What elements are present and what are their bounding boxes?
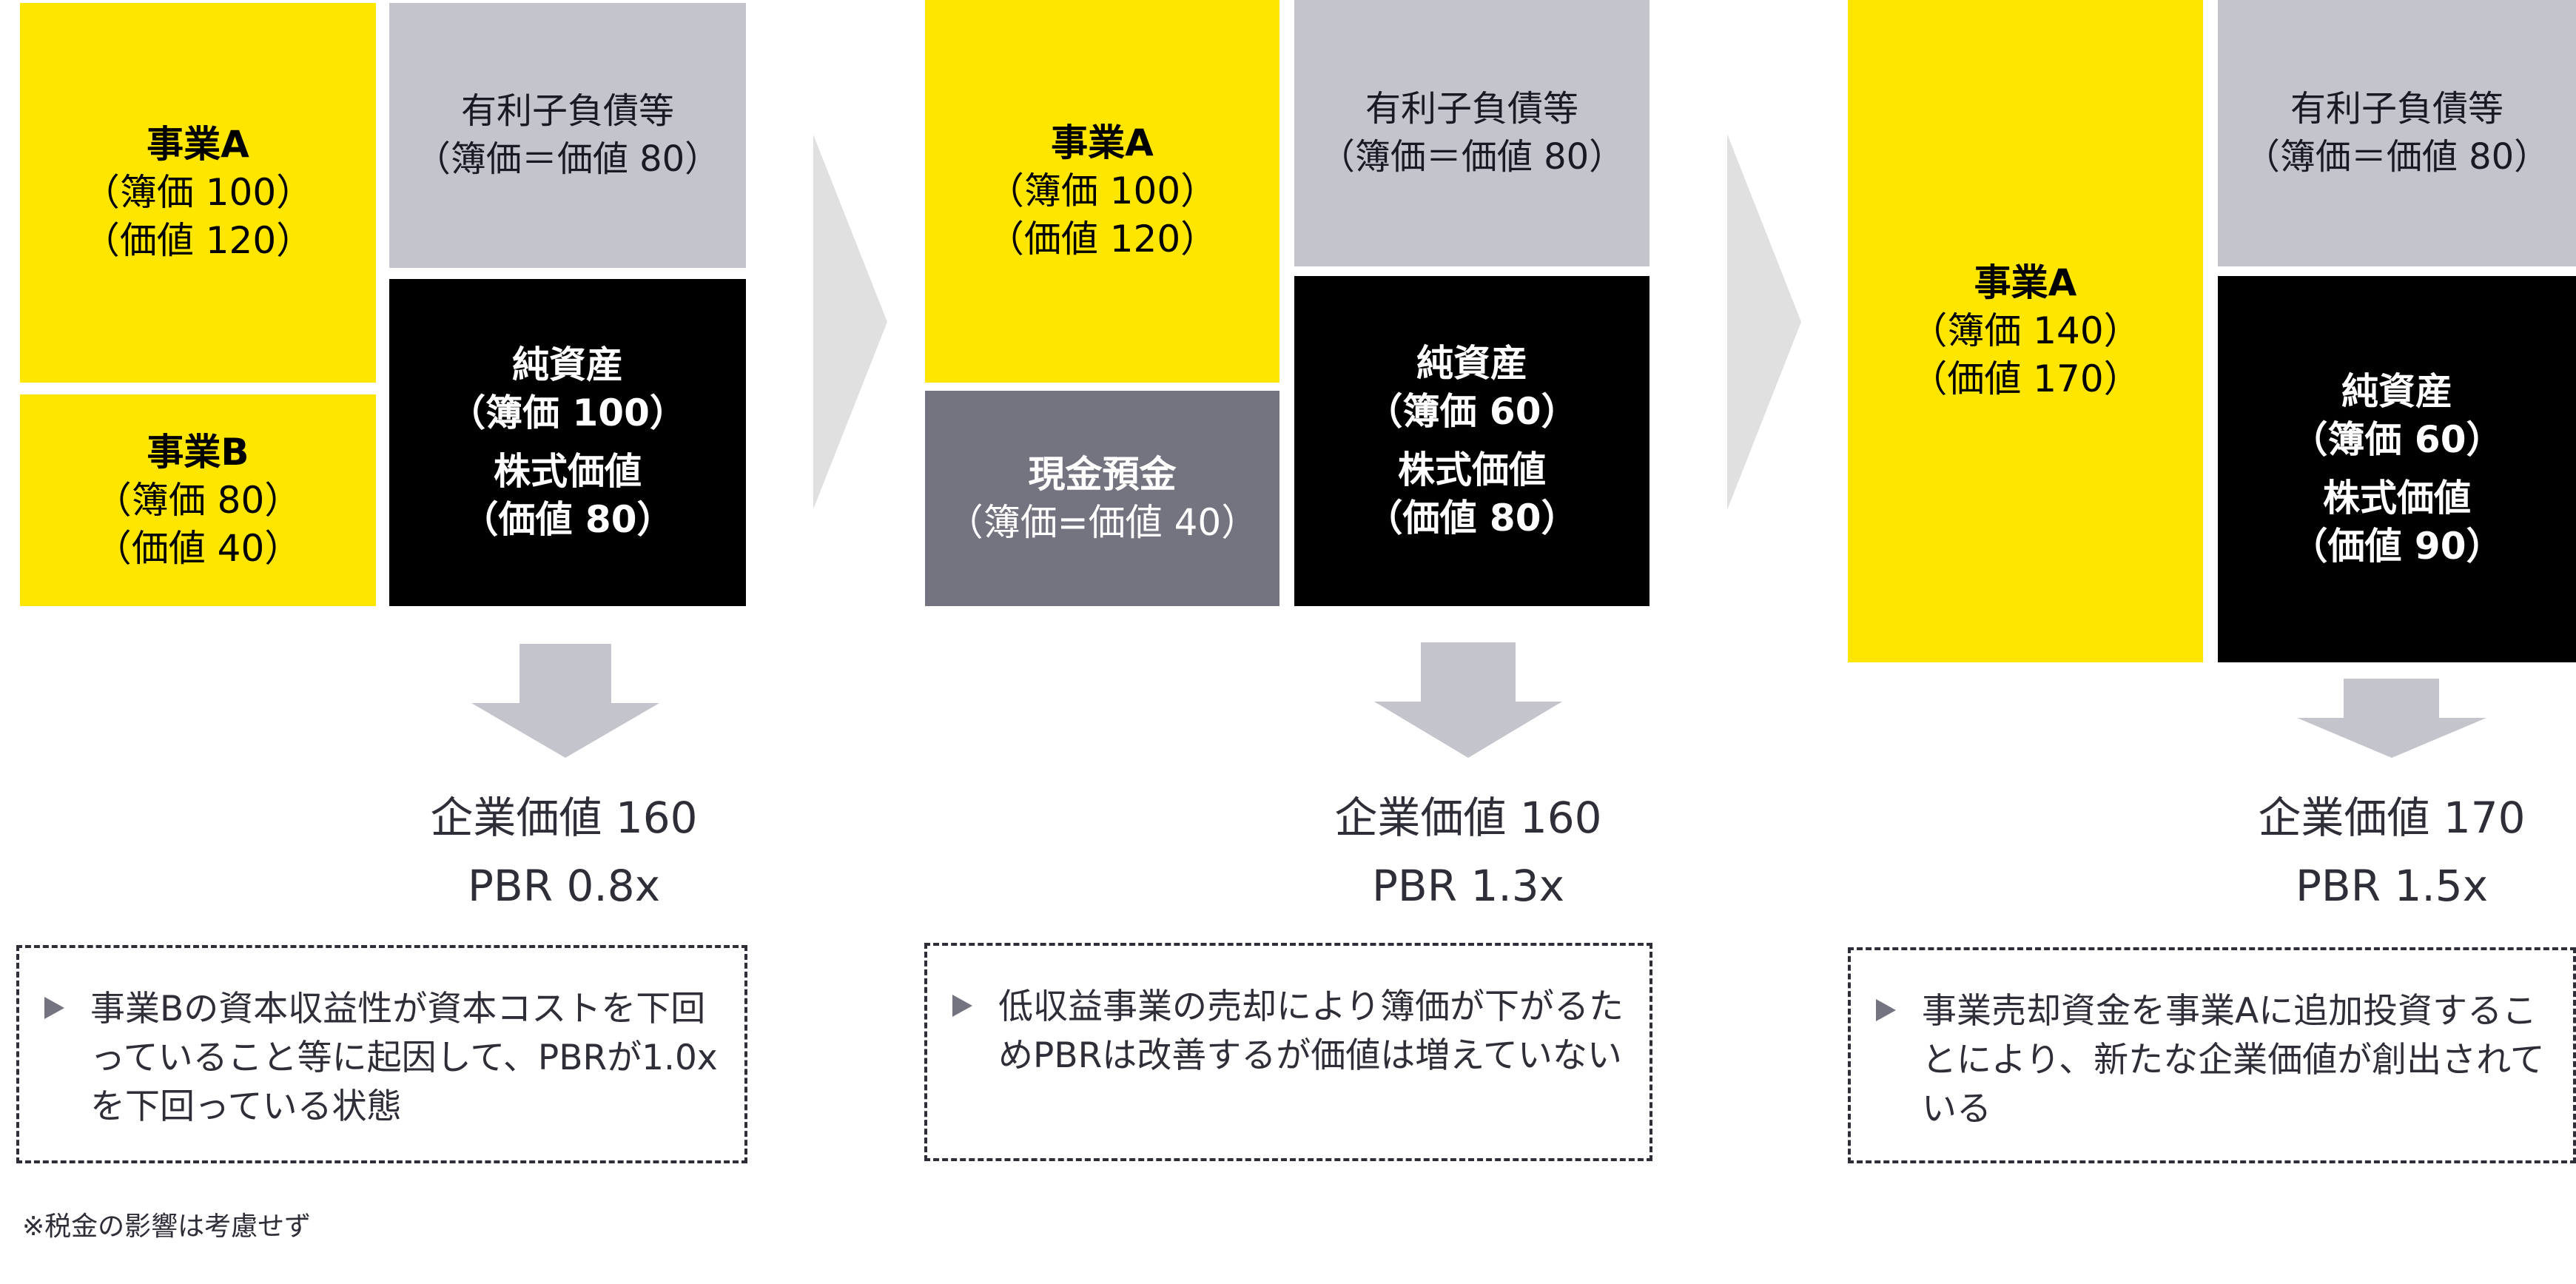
- business-a-title: 事業A: [147, 123, 249, 166]
- equity-value-title: 株式価値: [1398, 448, 1546, 491]
- debt-title: 有利子負債等: [1365, 88, 1578, 130]
- note-text: 事業Bの資本収益性が資本コストを下回っていること等に起因して、PBRが1.0xを…: [90, 989, 718, 1127]
- panel1-business-a-block: 事業A （簿価 100） （価値 120）: [20, 3, 376, 383]
- business-a-book: （簿価 100）: [82, 171, 314, 214]
- equity-value: （価値 80）: [1365, 497, 1578, 540]
- down-arrow-icon: [1374, 642, 1562, 758]
- net-assets-book: （簿価 100）: [448, 391, 687, 434]
- bullet-triangle-icon: [44, 997, 64, 1019]
- panel1-equity-block: 純資産 （簿価 100） 株式価値 （価値 80）: [389, 279, 746, 606]
- pbr-value: PBR 1.5x: [2295, 861, 2489, 911]
- equity-value: （価値 80）: [461, 498, 674, 541]
- panel3-summary: 企業価値 170 PBR 1.5x: [2199, 792, 2576, 912]
- pbr-value: PBR 0.8x: [467, 861, 661, 911]
- bullet-triangle-icon: [1876, 999, 1896, 1021]
- equity-value: （価値 90）: [2290, 525, 2503, 568]
- enterprise-value: 企業価値 170: [2258, 793, 2526, 843]
- enterprise-value: 企業価値 160: [430, 793, 698, 843]
- panel3-business-a-block: 事業A （簿価 140） （価値 170）: [1848, 0, 2203, 662]
- business-a-value: （価値 120）: [82, 219, 314, 262]
- equity-value-title: 株式価値: [494, 450, 642, 493]
- net-assets-book: （簿価 60）: [1365, 390, 1578, 433]
- footnote: ※税金の影響は考慮せず: [22, 1211, 312, 1242]
- business-a-book: （簿価 100）: [986, 169, 1218, 212]
- panel1-note-box: 事業Bの資本収益性が資本コストを下回っていること等に起因して、PBRが1.0xを…: [16, 945, 747, 1163]
- panel2-business-a-block: 事業A （簿価 100） （価値 120）: [925, 0, 1279, 383]
- down-arrow-icon: [471, 644, 659, 758]
- business-b-book: （簿価 80）: [94, 478, 302, 522]
- panel1-summary: 企業価値 160 PBR 0.8x: [371, 792, 756, 912]
- net-assets-title: 純資産: [512, 343, 623, 386]
- business-a-title: 事業A: [1051, 121, 1154, 164]
- debt-title: 有利子負債等: [2290, 88, 2503, 130]
- debt-sub: （簿価＝価値 80）: [2244, 136, 2550, 178]
- business-a-book: （簿価 140）: [1910, 309, 2141, 352]
- chevron-right-icon: [813, 135, 887, 509]
- panel2-note-box: 低収益事業の売却により簿価が下がるためPBRは改善するが価値は増えていない: [924, 943, 1652, 1161]
- enterprise-value: 企業価値 160: [1334, 793, 1602, 843]
- cash-sub: （簿価=価値 40）: [946, 500, 1259, 544]
- panel3-debt-block: 有利子負債等 （簿価＝価値 80）: [2218, 0, 2576, 266]
- net-assets-title: 純資産: [2341, 370, 2452, 413]
- chevron-right-icon: [1727, 134, 1801, 510]
- business-a-value: （価値 170）: [1910, 357, 2141, 400]
- down-arrow-icon: [2297, 679, 2486, 758]
- panel2-equity-block: 純資産 （簿価 60） 株式価値 （価値 80）: [1294, 276, 1649, 606]
- debt-title: 有利子負債等: [460, 90, 674, 132]
- debt-sub: （簿価＝価値 80）: [1319, 136, 1625, 178]
- pbr-value: PBR 1.3x: [1371, 861, 1565, 911]
- panel2-cash-block: 現金預金 （簿価=価値 40）: [925, 391, 1279, 606]
- cash-title: 現金預金: [1028, 452, 1177, 496]
- panel1-debt-block: 有利子負債等 （簿価＝価値 80）: [389, 3, 746, 268]
- panel2-debt-block: 有利子負債等 （簿価＝価値 80）: [1294, 0, 1649, 266]
- business-b-title: 事業B: [147, 430, 249, 474]
- note-text: 低収益事業の売却により簿価が下がるためPBRは改善するが価値は増えていない: [998, 986, 1624, 1076]
- business-b-value: （価値 40）: [94, 526, 302, 570]
- debt-sub: （簿価＝価値 80）: [414, 138, 721, 180]
- business-a-value: （価値 120）: [986, 218, 1218, 261]
- equity-value-title: 株式価値: [2323, 477, 2471, 520]
- bullet-triangle-icon: [952, 995, 972, 1017]
- panel1-business-b-block: 事業B （簿価 80） （価値 40）: [20, 394, 376, 606]
- panel3-note-box: 事業売却資金を事業Aに追加投資することにより、新たな企業価値が創出されている: [1848, 947, 2576, 1163]
- net-assets-book: （簿価 60）: [2290, 418, 2503, 461]
- net-assets-title: 純資産: [1416, 342, 1527, 385]
- panel2-summary: 企業価値 160 PBR 1.3x: [1276, 792, 1661, 912]
- note-text: 事業売却資金を事業Aに追加投資することにより、新たな企業価値が創出されている: [1922, 991, 2545, 1129]
- panel3-equity-block: 純資産 （簿価 60） 株式価値 （価値 90）: [2218, 276, 2576, 662]
- business-a-title: 事業A: [1974, 261, 2077, 304]
